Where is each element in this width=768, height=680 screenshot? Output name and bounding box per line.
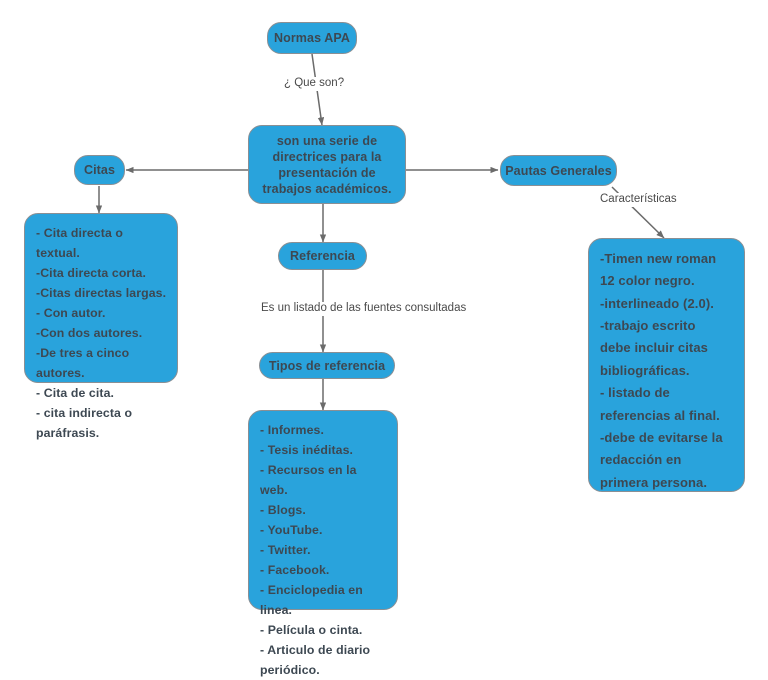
edge-label-caracteristicas: Características: [597, 193, 680, 207]
list-item: referencias al final.: [600, 407, 720, 423]
node-normas-apa-label: Normas APA: [273, 31, 351, 45]
list-item: periódico.: [260, 663, 320, 678]
list-item: - cita indirecta o: [36, 406, 133, 421]
list-item: - Recursos en la web.: [260, 463, 361, 498]
node-definicion-line-3: trabajos académicos.: [262, 181, 392, 196]
node-tipos-lista-items: - Informes. - Tesis inéditas. - Recursos…: [260, 420, 387, 680]
node-definicion[interactable]: son una serie de directrices para la pre…: [248, 125, 406, 204]
node-pautas-lista[interactable]: -Timen new roman 12 color negro. -interl…: [588, 238, 745, 492]
list-item: -Citas directas largas.: [36, 286, 167, 301]
node-pautas-lista-items: -Timen new roman 12 color negro. -interl…: [600, 248, 734, 494]
concept-map-canvas: Normas APA ¿ Que son? son una serie de d…: [24, 22, 745, 677]
node-definicion-lines: son una serie de directrices para la pre…: [259, 133, 395, 197]
node-normas-apa[interactable]: Normas APA: [267, 22, 357, 54]
edge-label-listado-fuentes-text: Es un listado de las fuentes consultadas: [261, 302, 467, 314]
node-definicion-line-2: presentación de: [278, 165, 376, 180]
list-item: debe incluir citas: [600, 340, 709, 356]
node-definicion-line-1: directrices para la: [272, 149, 382, 164]
list-item: -De tres a cinco autores.: [36, 346, 133, 381]
list-item: - YouTube.: [260, 523, 323, 538]
list-item: primera persona.: [600, 474, 708, 490]
node-referencia[interactable]: Referencia: [278, 242, 367, 270]
edge-label-que-son: ¿ Que son?: [281, 77, 348, 91]
list-item: -Timen new roman: [600, 251, 717, 266]
list-item: - Tesis inéditas.: [260, 443, 354, 458]
list-item: - Cita de cita.: [36, 386, 115, 401]
list-item: -Cita directa corta.: [36, 266, 146, 281]
node-pautas-generales-label: Pautas Generales: [505, 163, 612, 178]
list-item: - Película o cinta.: [260, 623, 363, 638]
list-item: - Enciclopedia en linea.: [260, 583, 367, 618]
list-item: redacción en: [600, 452, 682, 468]
node-citas-lista[interactable]: - Cita directa o textual. -Cita directa …: [24, 213, 178, 440]
node-citas-label: Citas: [83, 163, 116, 177]
list-item: - Facebook.: [260, 563, 330, 578]
node-pautas-generales[interactable]: Pautas Generales: [500, 155, 617, 186]
list-item: -Con dos autores.: [36, 326, 143, 341]
list-item: - Articulo de diario: [260, 643, 371, 658]
list-item: 12 color negro.: [600, 273, 695, 289]
list-item: - listado de: [600, 385, 670, 401]
list-item: - Informes.: [260, 423, 324, 437]
list-item: bibliográficas.: [600, 362, 690, 378]
node-referencia-label: Referencia: [290, 249, 355, 263]
edge-label-listado-fuentes: Es un listado de las fuentes consultadas: [258, 302, 470, 316]
list-item: - Twitter.: [260, 543, 311, 558]
list-item: paráfrasis.: [36, 426, 100, 441]
node-tipos-lista[interactable]: - Informes. - Tesis inéditas. - Recursos…: [248, 410, 398, 677]
node-tipos-de-referencia[interactable]: Tipos de referencia: [259, 352, 395, 379]
node-tipos-de-referencia-label: Tipos de referencia: [268, 358, 386, 373]
list-item: -trabajo escrito: [600, 318, 696, 334]
list-item: -debe de evitarse la: [600, 429, 723, 445]
list-item: - Con autor.: [36, 306, 106, 321]
node-citas[interactable]: Citas: [74, 155, 125, 185]
edge-label-caracteristicas-text: Características: [600, 193, 677, 205]
list-item: - Cita directa o textual.: [36, 226, 127, 261]
node-citas-lista-items: - Cita directa o textual. -Cita directa …: [36, 223, 167, 443]
node-definicion-line-0: son una serie de: [276, 133, 378, 148]
list-item: -interlineado (2.0).: [600, 295, 714, 311]
list-item: - Blogs.: [260, 503, 306, 518]
edge-label-que-son-text: ¿ Que son?: [284, 77, 345, 89]
